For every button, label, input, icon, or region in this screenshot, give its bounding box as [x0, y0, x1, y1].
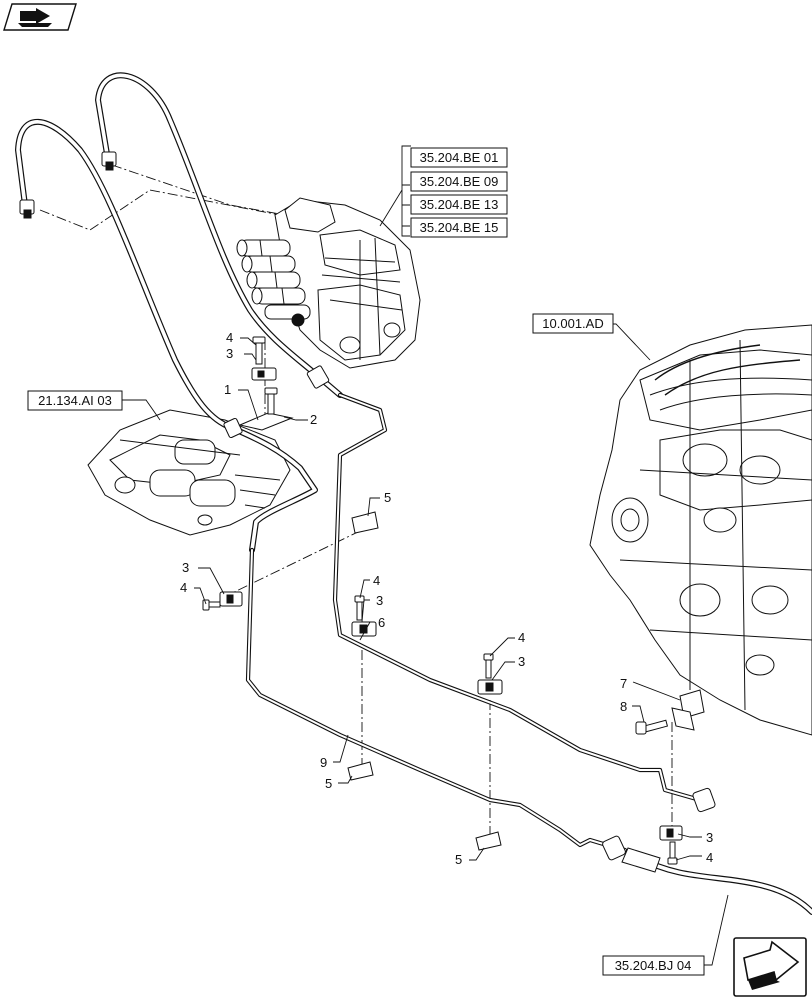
callout-8: 8: [620, 699, 627, 714]
bracket-plate: [238, 387, 294, 431]
bolt-clamp-top: [251, 336, 277, 381]
callout-5: 5: [384, 490, 391, 505]
callout-9: 9: [320, 755, 327, 770]
control-valve-assembly: [236, 197, 421, 369]
callout-4: 4: [706, 850, 713, 865]
navigate-next-icon[interactable]: [733, 937, 807, 997]
reference-link-10-001-ad[interactable]: 10.001.AD: [532, 313, 614, 334]
callout-6: 6: [378, 615, 385, 630]
svg-text:21.134.AI 03: 21.134.AI 03: [38, 393, 112, 408]
svg-text:35.204.BJ 04: 35.204.BJ 04: [615, 958, 692, 973]
callout-4: 4: [180, 580, 187, 595]
svg-text:35.204.BE 01: 35.204.BE 01: [420, 150, 499, 165]
view-orientation-icon[interactable]: [3, 3, 77, 31]
callout-labels: 4 3 1 2 5 3 4 4 3 6 4 3 7 8 9 5 5 3 4: [180, 330, 713, 867]
leader-lines: [120, 145, 729, 966]
lower-hose-assembly: [621, 847, 812, 915]
plate-lower-left: [347, 761, 374, 781]
reference-link-35-204-be-13[interactable]: 35.204.BE 13: [410, 194, 508, 215]
flexible-hoses: [15, 72, 343, 553]
svg-text:35.204.BE 13: 35.204.BE 13: [420, 197, 499, 212]
callout-4: 4: [226, 330, 233, 345]
callout-3: 3: [226, 346, 233, 361]
callout-7: 7: [620, 676, 627, 691]
callout-3: 3: [518, 654, 525, 669]
svg-text:10.001.AD: 10.001.AD: [542, 316, 603, 331]
plate-upper: [351, 511, 379, 534]
svg-text:35.204.BE 09: 35.204.BE 09: [420, 174, 499, 189]
bolt-clamp-left: [202, 591, 243, 611]
engine-assembly: [589, 324, 812, 736]
transmission-cover-assembly: [87, 409, 291, 536]
reference-link-35-204-be-09[interactable]: 35.204.BE 09: [410, 171, 508, 192]
callout-1: 1: [224, 382, 231, 397]
bolt-clamp-right: [659, 825, 683, 865]
callout-3: 3: [706, 830, 713, 845]
fasteners: [202, 336, 705, 865]
rigid-pipes: [245, 392, 716, 861]
callout-3: 3: [182, 560, 189, 575]
callout-5: 5: [325, 776, 332, 791]
bolt-clamp-mid-right: [477, 653, 503, 695]
svg-text:35.204.BE 15: 35.204.BE 15: [420, 220, 499, 235]
callout-5: 5: [455, 852, 462, 867]
plate-lower-mid: [475, 831, 502, 851]
reference-link-35-204-bj-04[interactable]: 35.204.BJ 04: [602, 955, 705, 976]
callout-4: 4: [518, 630, 525, 645]
callout-3: 3: [376, 593, 383, 608]
reference-link-21-134-ai-03[interactable]: 21.134.AI 03: [27, 390, 123, 411]
callout-4: 4: [373, 573, 380, 588]
bolt-clamp-middle: [351, 595, 377, 637]
mounting-bracket: [635, 689, 705, 735]
reference-link-35-204-be-01[interactable]: 35.204.BE 01: [410, 147, 508, 168]
callout-2: 2: [310, 412, 317, 427]
reference-link-35-204-be-15[interactable]: 35.204.BE 15: [410, 217, 508, 238]
